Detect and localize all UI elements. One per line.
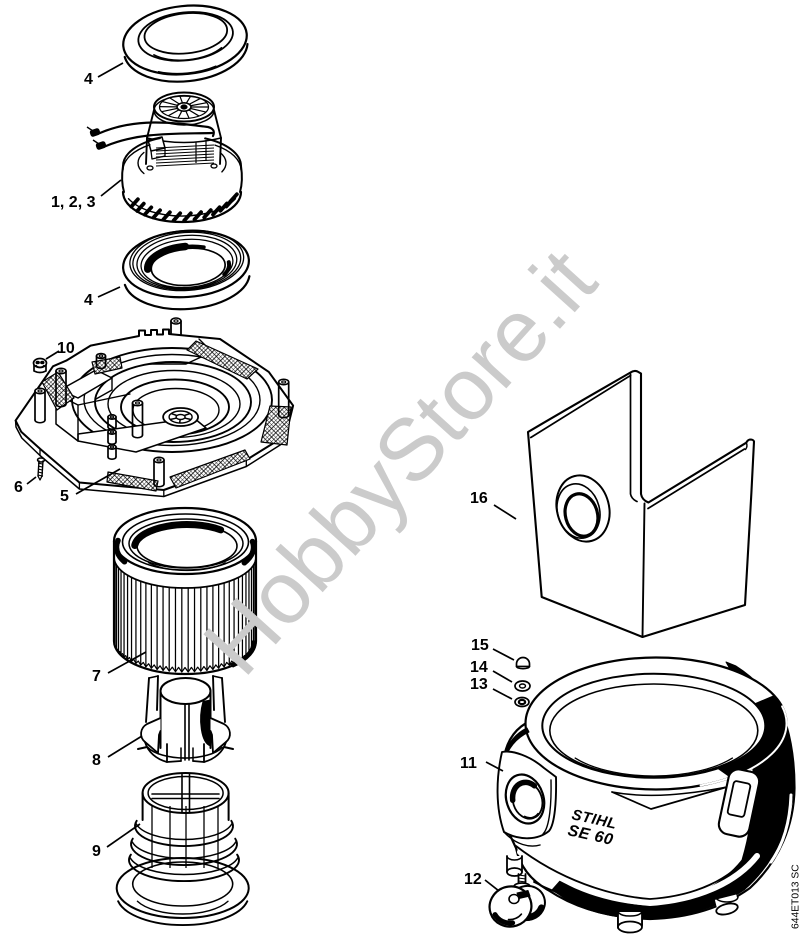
svg-text:15: 15 — [471, 637, 489, 654]
svg-text:1, 2, 3: 1, 2, 3 — [51, 194, 96, 211]
svg-text:8: 8 — [92, 752, 101, 769]
svg-text:4: 4 — [84, 71, 93, 88]
svg-text:6: 6 — [14, 479, 23, 496]
svg-text:16: 16 — [470, 490, 488, 507]
svg-text:11: 11 — [460, 755, 477, 772]
svg-text:7: 7 — [92, 668, 101, 685]
svg-text:13: 13 — [470, 676, 488, 693]
svg-text:12: 12 — [464, 871, 482, 888]
svg-text:4: 4 — [84, 292, 93, 309]
svg-text:5: 5 — [60, 488, 69, 505]
svg-text:9: 9 — [92, 843, 101, 860]
svg-text:10: 10 — [57, 340, 75, 357]
svg-text:14: 14 — [470, 659, 488, 676]
svg-text:644ET013 SC: 644ET013 SC — [791, 864, 800, 929]
